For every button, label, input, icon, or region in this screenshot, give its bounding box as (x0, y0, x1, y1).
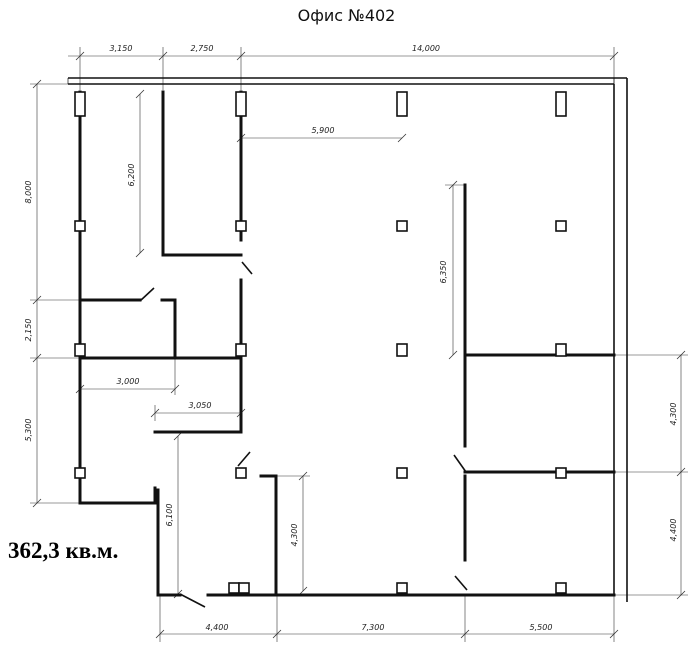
door-leaf (237, 451, 251, 467)
column (228, 582, 240, 594)
dim-inner-6100: 6,100 (165, 504, 174, 527)
dimension-bottom: 4,400 7,300 5,500 (155, 595, 619, 642)
column (235, 467, 247, 479)
column (396, 91, 408, 117)
column (235, 220, 247, 232)
column (74, 343, 86, 357)
dim-inner-4300: 4,300 (290, 524, 299, 547)
dim-bottom-3: 5,500 (530, 623, 553, 632)
dim-inner-3050: 3,050 (189, 401, 212, 410)
column (555, 582, 567, 594)
column (396, 467, 408, 479)
dim-top-1: 3,150 (110, 44, 133, 53)
column (238, 582, 250, 594)
dim-bottom-2: 7,300 (362, 623, 385, 632)
column (74, 220, 86, 232)
column (396, 582, 408, 594)
column (555, 91, 567, 117)
door-leaf (179, 593, 206, 608)
door-leaf (454, 575, 468, 591)
dim-inner-5900: 5,900 (312, 126, 335, 135)
column (555, 467, 567, 479)
door-leaf (139, 287, 155, 302)
column (396, 220, 408, 232)
dim-right-1: 4,300 (669, 403, 678, 426)
column (74, 467, 86, 479)
door-leaf (453, 454, 467, 473)
column (555, 343, 567, 357)
area-label: 362,3 кв.м. (8, 538, 119, 563)
column (235, 91, 247, 117)
doors (139, 261, 468, 608)
dim-left-3: 5,300 (24, 419, 33, 442)
column (74, 91, 86, 117)
columns (74, 91, 567, 594)
column (396, 343, 408, 357)
column (555, 220, 567, 232)
dimension-left: 8,000 2,150 5,300 (24, 79, 80, 508)
dim-bottom-1: 4,400 (206, 623, 229, 632)
column (235, 343, 247, 357)
dimension-top: 3,150 2,750 14,000 (68, 44, 619, 90)
exterior-walls (67, 77, 628, 602)
dim-inner-6200: 6,200 (127, 164, 136, 187)
dim-inner-3000: 3,000 (117, 377, 140, 386)
dimension-right: 4,300 4,400 (614, 350, 688, 600)
dim-inner-6350: 6,350 (439, 261, 448, 284)
door-leaf (241, 261, 253, 275)
dim-left-1: 8,000 (24, 181, 33, 204)
dim-top-3: 14,000 (412, 44, 440, 53)
dim-left-2: 2,150 (24, 319, 33, 342)
interior-walls (78, 90, 616, 597)
dimension-inner: 6,200 5,900 6,350 3,000 3,050 6,100 (75, 89, 465, 599)
dim-top-2: 2,750 (191, 44, 214, 53)
dim-right-2: 4,400 (669, 519, 678, 542)
plan-title: Офис №402 (297, 6, 396, 25)
